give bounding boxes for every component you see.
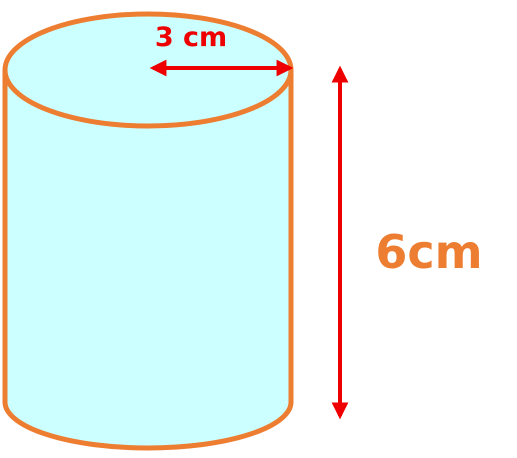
radius-label: 3 cm	[155, 22, 227, 53]
height-label: 6cm	[375, 225, 482, 279]
cylinder-body	[2, 70, 294, 451]
